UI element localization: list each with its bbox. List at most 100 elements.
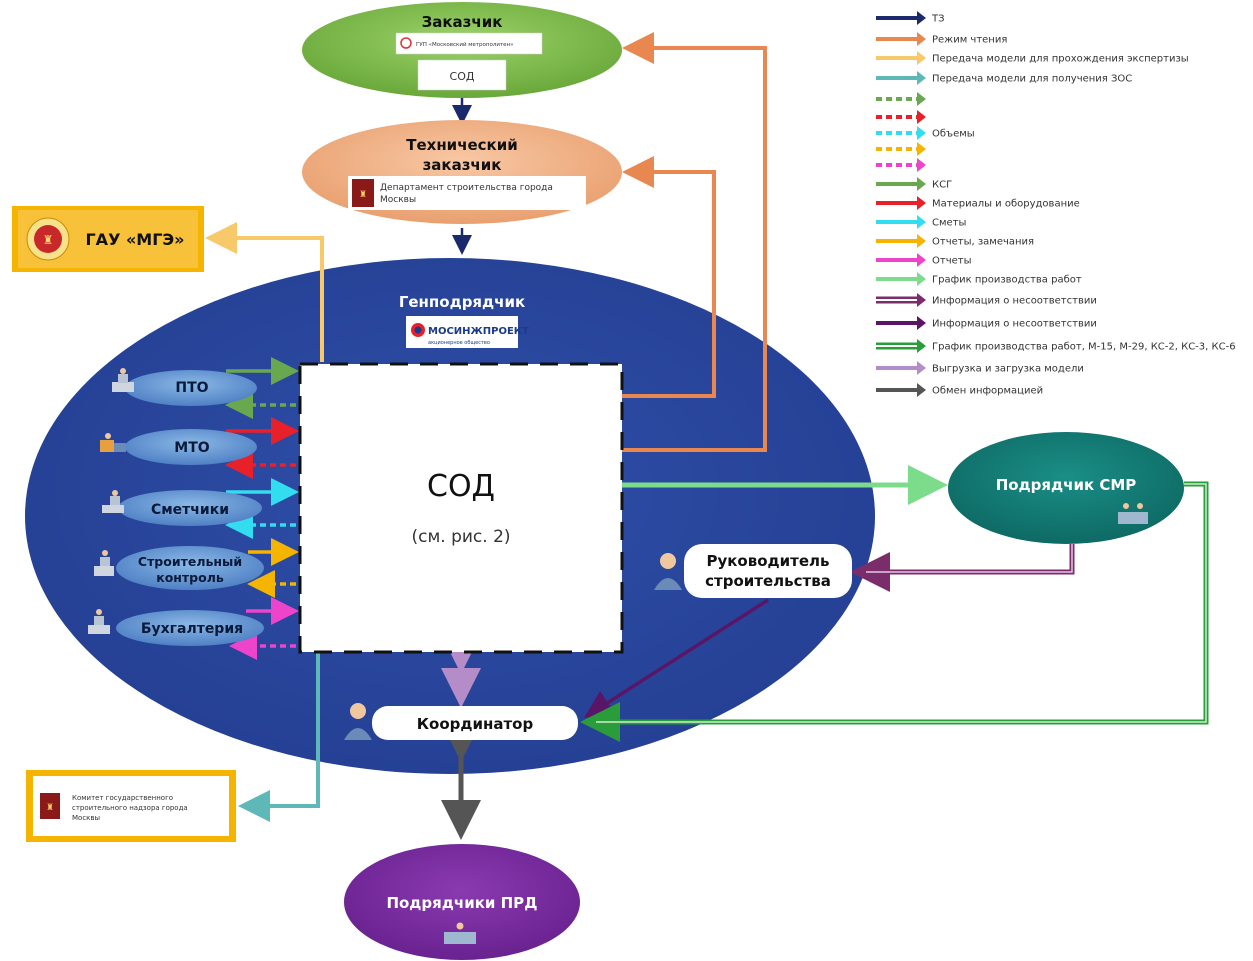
- legend-item: Объемы: [876, 126, 975, 140]
- metro-logo: ГУП «Московский метрополитен»: [395, 32, 543, 55]
- legend-arrowhead: [917, 293, 926, 307]
- legend-arrowhead: [917, 339, 926, 353]
- legend-arrowhead: [917, 361, 926, 375]
- dept-construction-control: Строительный контроль: [94, 546, 264, 590]
- moscow-emblem: [40, 793, 60, 819]
- office-icon: [112, 368, 134, 392]
- sod-box: [298, 362, 624, 654]
- arrow-nonconformity-manager-to-coordinator: [584, 598, 769, 718]
- mosinzhproekt-logo: МОСИНЖПРОЕКТ акционерное общество: [406, 316, 529, 348]
- legend-label: Материалы и оборудование: [932, 199, 1080, 210]
- arrow-nonconformity-smr-to-manager: [850, 544, 1075, 592]
- arrow-read-mode-tech-customer: [622, 156, 716, 398]
- dept-accounting-label: Бухгалтерия: [141, 621, 243, 637]
- legend-arrowhead: [917, 253, 926, 267]
- construction-manager: Руководитель строительства: [654, 544, 852, 598]
- legend-arrowhead: [917, 215, 926, 229]
- legend-arrowhead: [917, 11, 926, 25]
- arrow-reports-smr-to-coordinator-inner: [596, 483, 1207, 723]
- legend-label: ТЗ: [931, 14, 945, 25]
- designers-icon: [444, 922, 476, 944]
- customer-sod-box: [417, 59, 507, 91]
- legend-arrowhead: [917, 92, 926, 106]
- legend-item: КСГ: [876, 177, 952, 191]
- inspector-icon: [94, 550, 114, 576]
- legend-item: Информация о несоответствии: [876, 316, 1097, 330]
- dept-mto-label: МТО: [174, 440, 209, 456]
- dept-pto: ПТО: [112, 368, 257, 406]
- legend-item: [876, 142, 926, 156]
- person-icon: [654, 553, 682, 590]
- legend-item: Информация о несоответствии: [876, 293, 1097, 307]
- legend-item: Отчеты, замечания: [876, 234, 1034, 248]
- contractors-prd-ellipse: [344, 844, 580, 960]
- arrow-read-mode-customer: [622, 32, 767, 452]
- moscow-dept-text-line2: Москвы: [380, 195, 416, 205]
- construction-manager-line2: строительства: [705, 572, 831, 590]
- legend-arrowhead: [917, 71, 926, 85]
- legend-arrowhead: [917, 110, 926, 124]
- arrow-model-to-zos: [238, 652, 320, 822]
- dept-control-label-line1: Строительный: [138, 554, 242, 569]
- svg-text:♜: ♜: [43, 233, 54, 247]
- sod-subtitle: (см. рис. 2): [411, 527, 510, 547]
- moscow-dept-logo: ♜ Департамент строительства города Москв…: [348, 176, 586, 210]
- dept-estimators-label: Сметчики: [151, 502, 229, 518]
- legend-label: Сметы: [932, 218, 966, 229]
- legend-label: Информация о несоответствии: [932, 319, 1097, 330]
- legend-arrowhead: [917, 234, 926, 248]
- legend-item: [876, 92, 926, 106]
- legend-arrowhead: [917, 158, 926, 172]
- legend-item: График производства работ, М-15, М-29, К…: [876, 339, 1236, 353]
- legend-label: КСГ: [932, 180, 952, 191]
- legend-label: График производства работ: [932, 275, 1082, 286]
- legend-label: Отчеты: [932, 256, 971, 267]
- legend-arrowhead: [917, 196, 926, 210]
- legend-item: [876, 110, 926, 124]
- legend-arrowhead: [917, 32, 926, 46]
- legend-item: [876, 158, 926, 172]
- state-committee-line3: Москвы: [72, 814, 100, 822]
- legend-item: Сметы: [876, 215, 966, 229]
- legend-label: Объемы: [932, 129, 975, 140]
- legend-arrowhead: [917, 383, 926, 397]
- mosinzhproekt-logo-subtext: акционерное общество: [428, 340, 490, 346]
- legend-item: Передача модели для получения ЗОС: [876, 71, 1132, 85]
- state-committee-line1: Комитет государственного: [72, 794, 173, 802]
- accountant-icon: [88, 609, 110, 634]
- dept-mto: МТО: [100, 429, 257, 465]
- legend-item: Обмен информацией: [876, 383, 1043, 397]
- legend-label: Информация о несоответствии: [932, 296, 1097, 307]
- customer-title: Заказчик: [422, 13, 503, 31]
- legend-arrowhead: [917, 142, 926, 156]
- legend-item: Материалы и оборудование: [876, 196, 1080, 210]
- customer-sod-label: СОД: [450, 70, 475, 83]
- legend-arrowhead: [917, 272, 926, 286]
- calculator-icon: [102, 490, 124, 513]
- legend-label: Режим чтения: [932, 35, 1007, 46]
- legend-item: Выгрузка и загрузка модели: [876, 361, 1084, 375]
- legend-label: Выгрузка и загрузка модели: [932, 364, 1084, 375]
- legend-item: ТЗ: [876, 11, 945, 25]
- svg-text:♜: ♜: [46, 803, 54, 813]
- dept-control-label-line2: контроль: [156, 570, 224, 585]
- legend-arrowhead: [917, 177, 926, 191]
- legend-arrowhead: [917, 126, 926, 140]
- metro-logo-text: ГУП «Московский метрополитен»: [416, 41, 513, 48]
- legend-item: График производства работ: [876, 272, 1082, 286]
- gau-mge-label: ГАУ «МГЭ»: [85, 230, 184, 249]
- person-icon: [344, 703, 372, 740]
- construction-manager-line1: Руководитель: [706, 552, 829, 570]
- tech-customer-title-line1: Технический: [406, 136, 518, 154]
- tech-customer-title-line2: заказчик: [423, 156, 502, 174]
- contractor-smr-label: Подрядчик СМР: [996, 476, 1137, 494]
- workers-icon: [1118, 503, 1148, 524]
- legend-label: Отчеты, замечания: [932, 237, 1034, 248]
- arrow-model-to-expertise: [205, 222, 324, 362]
- moscow-dept-text-line1: Департамент строительства города: [380, 183, 553, 193]
- legend-item: Отчеты: [876, 253, 971, 267]
- legend-arrowhead: [917, 316, 926, 330]
- legend-item: Режим чтения: [876, 32, 1007, 46]
